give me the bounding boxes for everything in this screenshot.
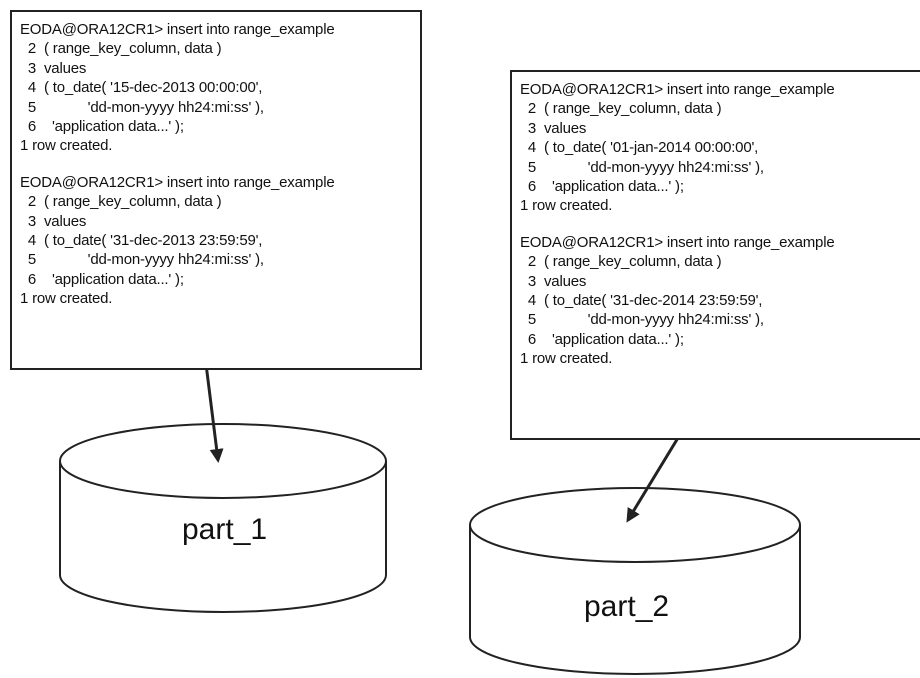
sql-line: EODA@ORA12CR1> insert into range_example (20, 21, 335, 38)
sql-line: EODA@ORA12CR1> insert into range_example (20, 173, 335, 191)
partition-cylinder-part1 (59, 423, 387, 613)
sql-line: 4 ( to_date( '31-dec-2013 23:59:59', (20, 232, 263, 250)
sql-line: EODA@ORA12CR1> insert into range_example (520, 81, 835, 98)
partition-cylinder-part2 (469, 487, 801, 675)
sql-line: 1 row created. (20, 290, 113, 308)
sql-line: 5 'dd-mon-yyyy hh24:mi:ss' ), (520, 158, 764, 176)
sql-line: 2 ( range_key_column, data ) (20, 40, 222, 58)
sql-line: 6 'application data...' ); (20, 270, 184, 288)
sql-blank-line (20, 156, 410, 173)
sql-line: 5 'dd-mon-yyyy hh24:mi:ss' ), (520, 311, 764, 329)
sql-line: 5 'dd-mon-yyyy hh24:mi:ss' ), (20, 98, 264, 116)
sql-line: 3 values (520, 119, 587, 137)
sql-line: 6 'application data...' ); (520, 330, 684, 348)
sql-line: 6 'application data...' ); (520, 178, 684, 196)
sql-line: 5 'dd-mon-yyyy hh24:mi:ss' ), (20, 251, 264, 269)
partition-label-part2: part_2 (584, 590, 670, 623)
sql-line: 6 'application data...' ); (20, 118, 184, 136)
sql-line: 1 row created. (20, 137, 113, 155)
sql-insert-box-2013: EODA@ORA12CR1> insert into range_example… (10, 10, 422, 370)
sql-line: 3 values (20, 212, 87, 230)
arrow-box2-to-part2 (626, 427, 686, 523)
sql-line: 1 row created. (520, 350, 613, 368)
sql-line: 2 ( range_key_column, data ) (20, 193, 222, 211)
sql-line: 2 ( range_key_column, data ) (520, 100, 722, 118)
sql-line: 4 ( to_date( '31-dec-2014 23:59:59', (520, 292, 763, 310)
sql-line: 3 values (20, 59, 87, 77)
sql-line: 3 values (520, 272, 587, 290)
partition-label-part1: part_1 (182, 513, 268, 546)
sql-blank-line (520, 216, 910, 233)
sql-line: 2 ( range_key_column, data ) (520, 253, 722, 271)
sql-line: 4 ( to_date( '15-dec-2013 00:00:00', (20, 79, 263, 97)
sql-line: 1 row created. (520, 197, 613, 215)
sql-insert-box-2014: EODA@ORA12CR1> insert into range_example… (510, 70, 920, 440)
sql-line: 4 ( to_date( '01-jan-2014 00:00:00', (520, 139, 759, 157)
sql-line: EODA@ORA12CR1> insert into range_example (520, 233, 835, 251)
